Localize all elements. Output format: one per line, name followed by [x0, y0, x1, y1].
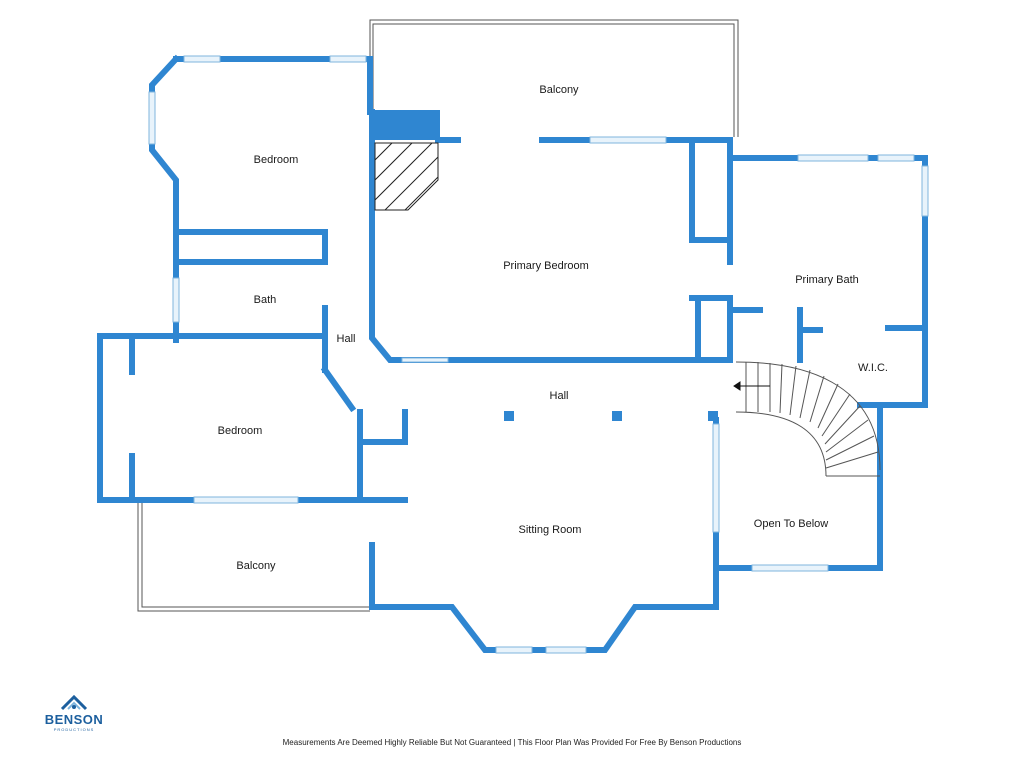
label-bedroom-left: Bedroom [218, 425, 263, 437]
label-hall-center: Hall [550, 390, 569, 402]
brand-sub: PRODUCTIONS [53, 727, 95, 732]
label-primary-bath: Primary Bath [795, 274, 859, 286]
house-roof-icon [60, 694, 88, 711]
label-balcony-bottom: Balcony [236, 560, 276, 572]
footer-disclaimer: Measurements Are Deemed Highly Reliable … [282, 738, 742, 747]
label-balcony-top: Balcony [539, 84, 579, 96]
brand-name: BENSON [44, 712, 104, 727]
windows [148, 55, 929, 654]
walls [97, 54, 928, 653]
columns [504, 411, 718, 421]
label-bath: Bath [254, 294, 277, 306]
label-primary-bedroom: Primary Bedroom [503, 260, 589, 272]
fireplace-block [370, 110, 440, 140]
label-hall-left: Hall [337, 333, 356, 345]
label-sitting-room: Sitting Room [519, 524, 582, 536]
label-wic: W.I.C. [858, 362, 888, 374]
label-open-to-below: Open To Below [754, 518, 828, 530]
balcony-bottom-outline [137, 503, 370, 612]
stairs-direction-arrow-icon [733, 381, 770, 391]
fireplace-hatch-icon [374, 142, 439, 211]
spiral-stairs-icon [735, 361, 881, 477]
label-bedroom-top: Bedroom [254, 154, 299, 166]
